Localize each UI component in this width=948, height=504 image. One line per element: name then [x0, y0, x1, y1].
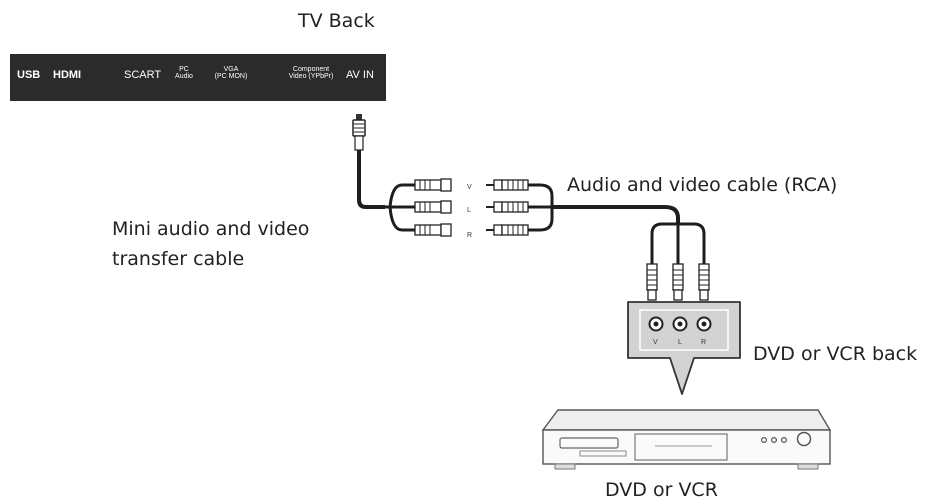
port-hdmi: HDMI: [53, 69, 82, 81]
pin-label-l: L: [467, 207, 471, 214]
mini-cable-label: Mini audio and video transfer cable: [112, 214, 309, 274]
port-pc-audio: PC Audio: [173, 66, 195, 81]
port-pc-audio-line2: Audio: [175, 73, 193, 81]
port-component-line1: Component: [292, 66, 330, 73]
port-av-in: AV IN: [346, 69, 374, 81]
mini-fanout-v: [385, 183, 415, 209]
mini-fanout-r: [385, 205, 415, 232]
rca-male-connectors: [486, 179, 529, 236]
mini-cable-label-line2: transfer cable: [112, 248, 245, 270]
rca-main-cable: [552, 205, 680, 224]
jack-label-v: V: [653, 339, 658, 346]
port-pc-audio-line1: PC: [179, 66, 189, 73]
port-vga: VGA (PC MON): [206, 66, 256, 81]
tv-back-title: TV Back: [298, 10, 375, 32]
port-usb: USB: [17, 69, 41, 81]
port-component-line2: Video (YPbPr): [288, 73, 334, 81]
port-scart: SCART: [124, 69, 162, 81]
rca-dvd-wire-v: [650, 222, 678, 264]
dvd-back-label: DVD or VCR back: [753, 343, 918, 365]
port-component: Component Video (YPbPr): [280, 66, 342, 81]
dvd-device-label: DVD or VCR: [605, 479, 718, 501]
port-vga-line2: (PC MON): [214, 73, 248, 81]
dvd-player-icon: [541, 409, 832, 470]
pin-label-r: R: [467, 232, 473, 239]
mini-plug: [352, 114, 366, 151]
tv-back-panel: [10, 54, 386, 101]
rca-wire-r: [528, 207, 554, 232]
mini-cable: [357, 150, 385, 209]
rca-wire-v: [528, 183, 554, 207]
dvd-back-jack-panel: [627, 301, 741, 395]
mini-female-connectors: [414, 178, 452, 237]
jack-label-r: R: [701, 339, 707, 346]
rca-dvd-wire-r: [678, 222, 706, 264]
rca-cable-label: Audio and video cable (RCA): [567, 174, 838, 196]
jack-label-l: L: [678, 339, 682, 346]
pin-label-v: V: [467, 184, 472, 191]
dvd-plugs: [646, 263, 710, 301]
port-vga-line1: VGA: [223, 66, 239, 73]
mini-cable-label-line1: Mini audio and video: [112, 218, 310, 240]
